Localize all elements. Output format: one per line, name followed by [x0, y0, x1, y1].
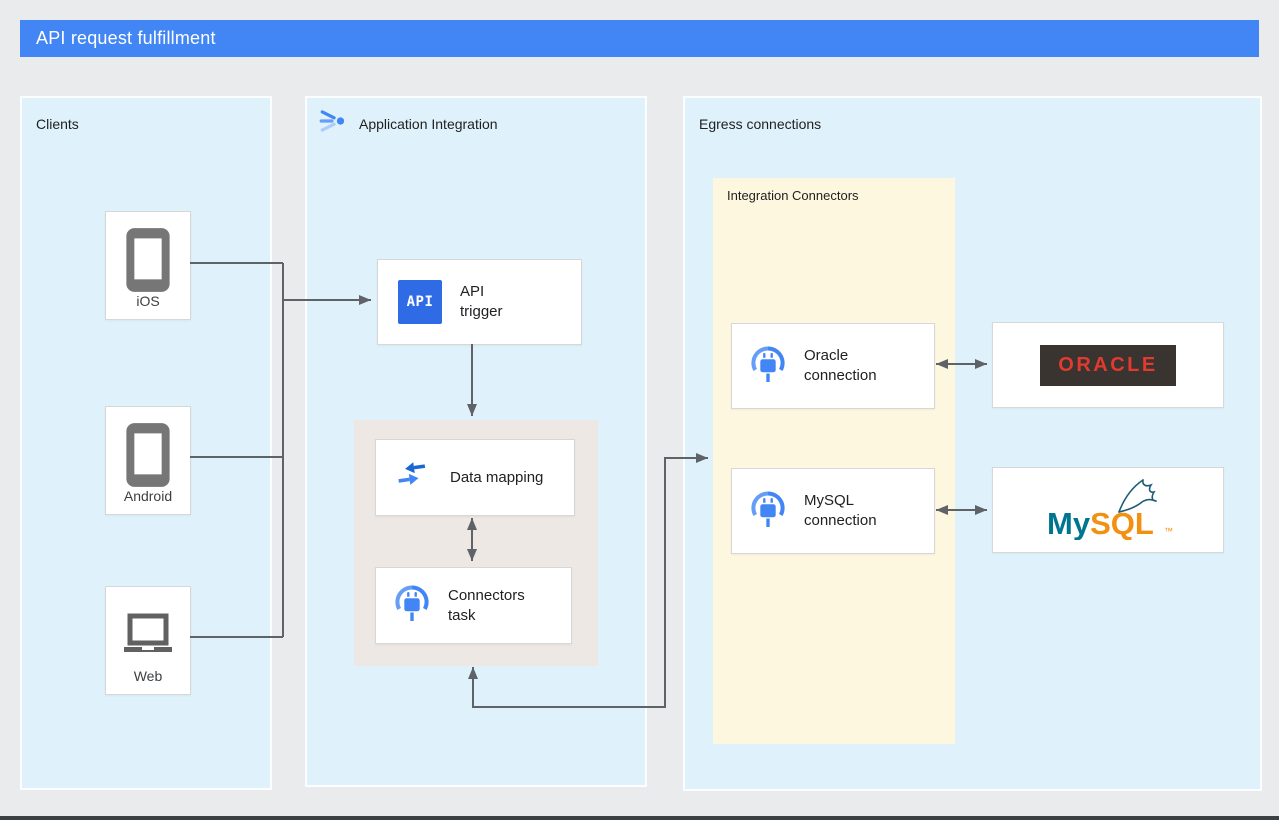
mysql-logo: MySQL ™: [1033, 476, 1183, 545]
api-trigger-node: API API trigger: [377, 259, 582, 345]
api-badge-text: API: [406, 294, 434, 310]
laptop-icon: [120, 601, 176, 668]
web-client-card: Web: [105, 586, 191, 695]
android-label: Android: [123, 488, 173, 504]
phone-icon: [125, 226, 171, 293]
clients-panel: Clients iOS Android: [20, 96, 272, 790]
ios-label: iOS: [136, 293, 160, 309]
mysql-logo-tm: ™: [1164, 526, 1173, 536]
plug-icon: [392, 583, 432, 628]
phone-icon: [125, 421, 171, 488]
mysql-connection-label: MySQL connection: [804, 492, 877, 529]
mysql-dolphin-icon: [1118, 478, 1157, 513]
egress-connections-label: Egress connections: [699, 116, 822, 132]
data-mapping-label: Data mapping: [450, 468, 544, 486]
application-integration-label: Application Integration: [359, 115, 498, 132]
oracle-connection-node: Oracle connection: [731, 323, 935, 409]
svg-text:MySQL: MySQL: [1047, 506, 1154, 540]
mysql-logo-my: My: [1047, 506, 1091, 540]
connectors-task-node: Connectors task: [375, 567, 572, 644]
api-trigger-label: API trigger: [460, 283, 503, 320]
egress-connections-panel: Egress connections Integration Connector…: [683, 96, 1262, 791]
integration-connectors-group: Integration Connectors Oracle connection: [713, 178, 955, 744]
android-client-card: Android: [105, 406, 191, 515]
ios-client-card: iOS: [105, 211, 191, 320]
oracle-database-card: ORACLE: [992, 322, 1224, 408]
mapping-task-group: Data mapping Connectors task: [354, 420, 598, 666]
web-label: Web: [133, 668, 163, 684]
plug-icon: [748, 344, 788, 389]
plug-icon: [748, 489, 788, 534]
oracle-connection-label: Oracle connection: [804, 347, 877, 384]
oracle-logo: ORACLE: [1040, 344, 1176, 386]
page-title: API request fulfillment: [36, 28, 216, 48]
data-mapping-node: Data mapping: [375, 439, 575, 516]
merge-arrows-icon: [392, 455, 432, 500]
mysql-database-card: MySQL ™: [992, 467, 1224, 553]
application-integration-panel: Application Integration API API trigger: [305, 96, 647, 787]
oracle-logo-text: ORACLE: [1058, 353, 1158, 376]
connectors-task-label: Connectors task: [448, 586, 525, 624]
application-integration-icon: [318, 106, 348, 141]
integration-connectors-label: Integration Connectors: [727, 188, 859, 203]
api-badge-icon: API: [398, 280, 442, 324]
clients-panel-label: Clients: [36, 116, 79, 132]
mysql-logo-sql: SQL: [1090, 506, 1154, 540]
diagram-title-bar: API request fulfillment: [20, 20, 1259, 57]
mysql-connection-node: MySQL connection: [731, 468, 935, 554]
bottom-edge-bar: [0, 816, 1279, 820]
